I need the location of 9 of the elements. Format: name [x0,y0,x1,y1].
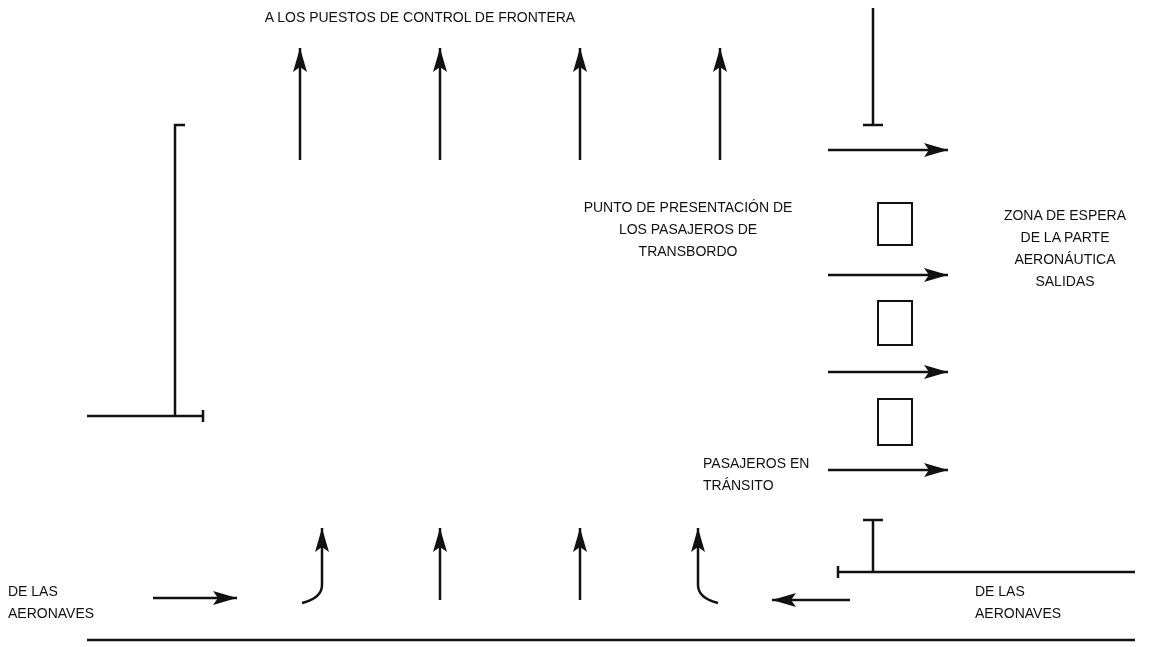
counter-desk [877,202,913,246]
flow-label: DE LAS AERONAVES [8,582,96,623]
heading-label: A LOS PUESTOS DE CONTROL DE FRONTERA [263,8,577,27]
counter-desk [877,398,913,446]
counter-desk [877,300,913,346]
flow-label: PASAJEROS EN TRÁNSITO [703,454,811,495]
area-label: ZONA DE ESPERA DE LA PARTE AERONÁUTICA SALIDAS [1002,206,1128,291]
flow-label: DE LAS AERONAVES [975,582,1063,623]
area-label: PUNTO DE PRESENTACIÓN DE LOS PASAJEROS DE TRANSBORDO [582,198,794,261]
